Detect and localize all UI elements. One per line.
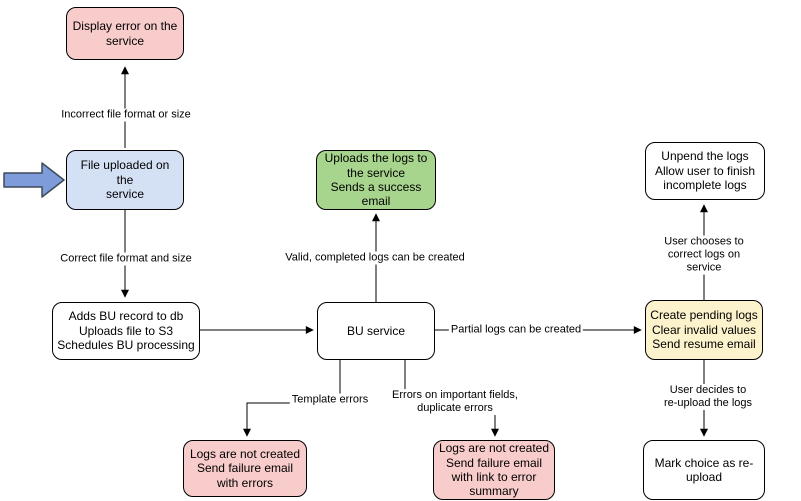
node-unpend-logs-label: Unpend the logs Allow user to finish inc… (654, 149, 756, 193)
node-adds-bu-record: Adds BU record to db Uploads file to S3 … (52, 302, 200, 360)
node-file-uploaded-label: File uploaded on the service (80, 158, 170, 202)
node-uploads-logs-label: Uploads the logs to the service Sends a … (324, 151, 428, 209)
node-adds-bu-record-label: Adds BU record to db Uploads file to S3 … (57, 309, 195, 353)
node-logs-not-created-template-label: Logs are not created Send failure email … (189, 446, 301, 490)
node-logs-not-created-fields-label: Logs are not created Send failure email … (438, 441, 550, 499)
edge-label-template-errors: Template errors (289, 393, 371, 407)
node-uploads-logs: Uploads the logs to the service Sends a … (316, 150, 436, 210)
node-logs-not-created-template: Logs are not created Send failure email … (183, 440, 307, 497)
node-create-pending-label: Create pending logs Clear invalid values… (650, 308, 758, 352)
node-logs-not-created-fields: Logs are not created Send failure email … (433, 440, 555, 500)
node-display-error: Display error on the service (66, 7, 184, 60)
edge-label-user-decides: User decides to re-upload the logs (661, 384, 755, 410)
node-bu-service: BU service (317, 302, 435, 360)
edge-label-correct-format: Correct file format and size (58, 252, 194, 266)
edge-label-user-chooses: User chooses to correct logs on service (655, 235, 753, 275)
edge-label-field-errors: Errors on important fields, duplicate er… (390, 389, 520, 415)
node-bu-service-label: BU service (346, 323, 405, 338)
node-unpend-logs: Unpend the logs Allow user to finish inc… (645, 142, 765, 200)
node-create-pending: Create pending logs Clear invalid values… (645, 300, 763, 360)
node-display-error-label: Display error on the service (72, 19, 178, 48)
input-arrow-icon (3, 162, 65, 198)
edge-label-valid-logs: Valid, completed logs can be created (283, 251, 467, 265)
edge-label-partial-logs: Partial logs can be created (448, 323, 584, 337)
node-mark-reupload: Mark choice as re- upload (643, 440, 765, 500)
node-mark-reupload-label: Mark choice as re- upload (654, 455, 754, 484)
node-file-uploaded: File uploaded on the service (66, 150, 184, 210)
edge-label-incorrect-format: Incorrect file format or size (59, 108, 193, 122)
